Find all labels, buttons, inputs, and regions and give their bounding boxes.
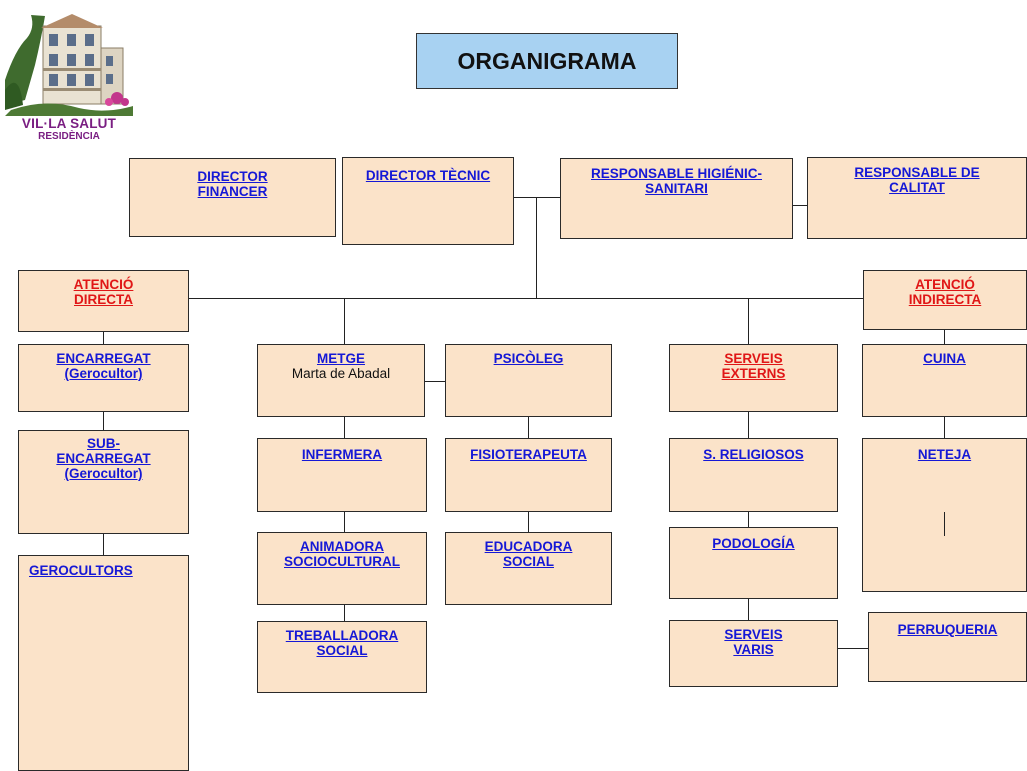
sub-encarregat-link-line2[interactable]: ENCARREGAT	[56, 451, 151, 466]
educadora-link-line2[interactable]: SOCIAL	[502, 554, 554, 569]
connector-encarregat-sub	[103, 412, 104, 430]
responsable-calitat-link-line2[interactable]: CALITAT	[889, 180, 945, 195]
logo-name: VIL·LA SALUT	[21, 116, 117, 131]
box-atencio-directa[interactable]: ATENCIÓ DIRECTA	[18, 270, 189, 332]
connector-sub-gerocultors	[103, 534, 104, 555]
connector-indirecta-cuina	[944, 330, 945, 344]
responsable-higienic-link[interactable]: RESPONSABLE HIGIÉNIC-	[590, 166, 763, 181]
box-serveis-varis[interactable]: SERVEIS VARIS	[669, 620, 838, 687]
connector-animadora-treballadora	[344, 605, 345, 621]
serveis-externs-link[interactable]: SERVEIS	[724, 351, 783, 366]
connector-externs-religiosos	[748, 412, 749, 438]
box-gerocultors[interactable]: GEROCULTORS	[18, 555, 189, 771]
box-animadora[interactable]: ANIMADORA SOCIOCULTURAL	[257, 532, 427, 605]
connector-podologia-varis	[748, 599, 749, 620]
director-financer-link[interactable]: DIRECTOR	[197, 169, 268, 184]
box-metge[interactable]: METGE Marta de Abadal	[257, 344, 425, 417]
encarregat-link[interactable]: ENCARREGAT	[56, 351, 151, 366]
serveis-varis-link[interactable]: SERVEIS	[724, 627, 783, 642]
box-sub-encarregat[interactable]: SUB- ENCARREGAT (Gerocultor)	[18, 430, 189, 534]
podologia-link[interactable]: PODOLOGÍA	[712, 536, 795, 551]
connector-infermera-animadora	[344, 512, 345, 532]
connector-externs-branch	[748, 298, 749, 344]
gerocultors-link[interactable]: GEROCULTORS	[29, 563, 133, 578]
connector-varis-perruqueria	[838, 648, 868, 649]
connector-top-row	[514, 197, 560, 198]
building-photo-icon	[5, 10, 133, 116]
animadora-link[interactable]: ANIMADORA	[300, 539, 384, 554]
neteja-link[interactable]: NETEJA	[917, 447, 972, 462]
atencio-indirecta-link[interactable]: ATENCIÓ	[915, 277, 975, 292]
infermera-link[interactable]: INFERMERA	[301, 447, 383, 462]
sub-encarregat-link[interactable]: SUB-	[87, 436, 120, 451]
logo-subtitle: RESIDÈNCIA	[38, 131, 100, 142]
animadora-link-line2[interactable]: SOCIOCULTURAL	[284, 554, 400, 569]
cuina-link[interactable]: CUINA	[923, 351, 966, 366]
religiosos-link[interactable]: S. RELIGIOSOS	[703, 447, 804, 462]
box-director-tecnic[interactable]: DIRECTOR TÈCNIC	[342, 157, 514, 245]
box-perruqueria[interactable]: PERRUQUERIA	[868, 612, 1027, 682]
box-encarregat[interactable]: ENCARREGAT (Gerocultor)	[18, 344, 189, 412]
connector-metge-psicoleg	[425, 381, 445, 382]
treballadora-link-line2[interactable]: SOCIAL	[316, 643, 368, 658]
connector-metge-infermera	[344, 417, 345, 438]
psicoleg-link[interactable]: PSICÒLEG	[493, 351, 564, 366]
responsable-higienic-link-line2[interactable]: SANITARI	[645, 181, 708, 196]
box-director-financer[interactable]: DIRECTOR FINANCER	[129, 158, 336, 237]
serveis-varis-link-line2[interactable]: VARIS	[733, 642, 774, 657]
educadora-link[interactable]: EDUCADORA	[484, 539, 573, 554]
encarregat-link-line2[interactable]: (Gerocultor)	[64, 366, 143, 381]
atencio-indirecta-link-line2[interactable]: INDIRECTA	[908, 292, 982, 307]
sub-encarregat-link-line3[interactable]: (Gerocultor)	[64, 466, 143, 481]
box-treballadora[interactable]: TREBALLADORA SOCIAL	[257, 621, 427, 693]
box-educadora[interactable]: EDUCADORA SOCIAL	[445, 532, 612, 605]
box-fisioterapeuta[interactable]: FISIOTERAPEUTA	[445, 438, 612, 512]
perruqueria-link[interactable]: PERRUQUERIA	[897, 622, 998, 637]
neteja-vertical-mark	[944, 512, 945, 536]
residence-logo: VIL·LA SALUT RESIDÈNCIA	[5, 10, 133, 142]
metge-name: Marta de Abadal	[291, 366, 391, 381]
treballadora-link[interactable]: TREBALLADORA	[285, 628, 399, 643]
director-tecnic-link[interactable]: DIRECTOR TÈCNIC	[365, 168, 491, 183]
box-atencio-indirecta[interactable]: ATENCIÓ INDIRECTA	[863, 270, 1027, 330]
box-responsable-higienic[interactable]: RESPONSABLE HIGIÉNIC- SANITARI	[560, 158, 793, 239]
connector-fisio-educadora	[528, 512, 529, 532]
connector-religiosos-podologia	[748, 512, 749, 527]
box-infermera[interactable]: INFERMERA	[257, 438, 427, 512]
atencio-directa-link[interactable]: ATENCIÓ	[73, 277, 134, 292]
box-serveis-externs[interactable]: SERVEIS EXTERNS	[669, 344, 838, 412]
atencio-directa-link-line2[interactable]: DIRECTA	[74, 292, 133, 307]
box-responsable-calitat[interactable]: RESPONSABLE DE CALITAT	[807, 157, 1027, 239]
serveis-externs-link-line2[interactable]: EXTERNS	[721, 366, 786, 381]
connector-main-bus	[189, 298, 863, 299]
box-podologia[interactable]: PODOLOGÍA	[669, 527, 838, 599]
box-psicoleg[interactable]: PSICÒLEG	[445, 344, 612, 417]
page-title: ORGANIGRAMA	[416, 33, 678, 89]
connector-calitat	[793, 205, 807, 206]
fisioterapeuta-link[interactable]: FISIOTERAPEUTA	[470, 447, 587, 462]
box-religiosos[interactable]: S. RELIGIOSOS	[669, 438, 838, 512]
director-financer-link-line2[interactable]: FINANCER	[197, 184, 268, 199]
connector-medical-branch	[344, 298, 345, 344]
connector-psicoleg-fisio	[528, 417, 529, 438]
metge-link[interactable]: METGE	[316, 351, 365, 366]
connector-cuina-neteja	[944, 417, 945, 438]
box-cuina[interactable]: CUINA	[862, 344, 1027, 417]
responsable-calitat-link[interactable]: RESPONSABLE DE	[854, 165, 980, 180]
connector-directa-encarregat	[103, 332, 104, 344]
connector-main-trunk	[536, 197, 537, 298]
